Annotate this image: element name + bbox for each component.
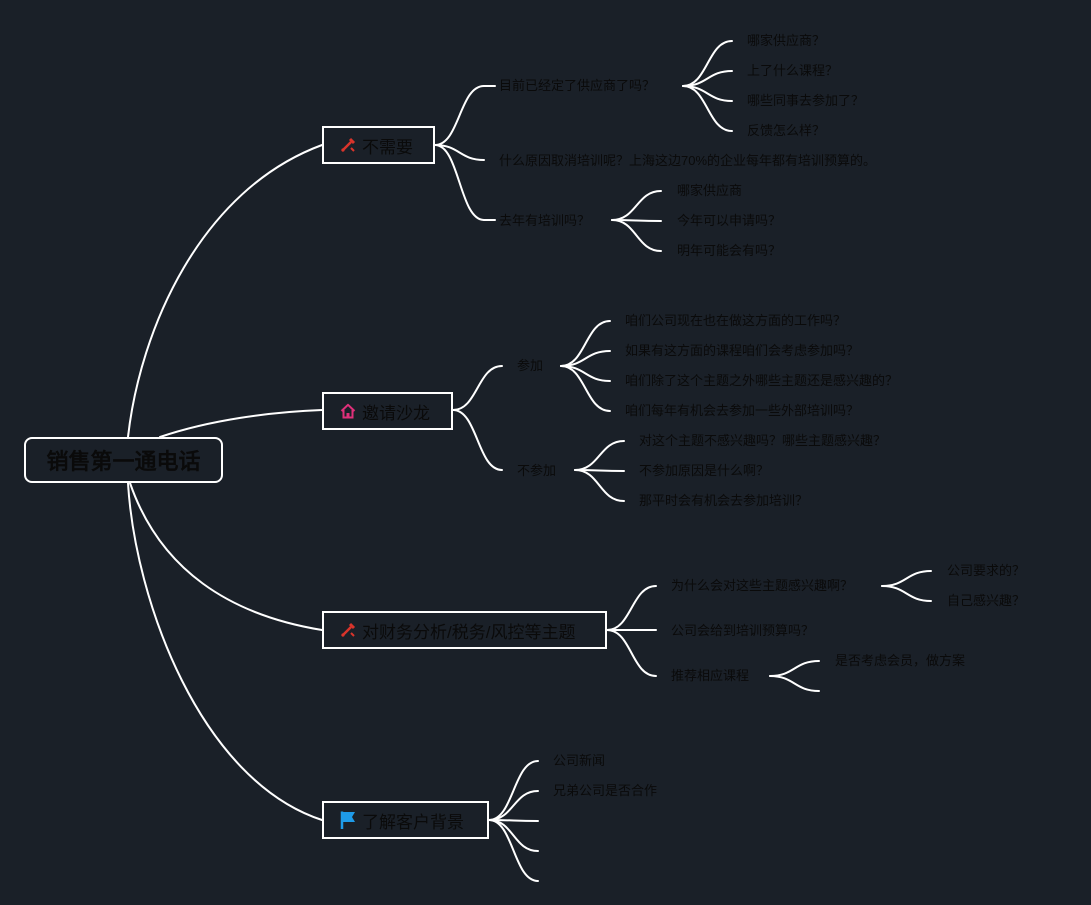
connector-line (881, 585, 932, 602)
sub-topic[interactable]: 目前已经定了供应商了吗？ (499, 78, 656, 93)
connector-line (452, 409, 503, 471)
connector-line (159, 409, 323, 438)
connector-line (129, 482, 323, 631)
root-label: 销售第一通电话 (46, 449, 201, 474)
branch-label: 不需要 (362, 137, 413, 157)
branch-node-salon-invite[interactable]: 邀请沙龙 (322, 392, 453, 430)
root-node[interactable]: 销售第一通电话 (24, 437, 223, 483)
connector-line (488, 790, 539, 821)
branch-label: 邀请沙龙 (362, 403, 430, 423)
leaf-topic[interactable]: 哪家供应商 (677, 183, 743, 198)
connector-line (488, 819, 539, 852)
leaf-topic[interactable]: 咱们公司现在也在做这方面的工作吗？ (625, 313, 847, 328)
leaf-topic[interactable]: 公司要求的？ (947, 563, 1026, 578)
sub-topic[interactable]: 兄弟公司是否合作 (553, 783, 658, 798)
connector-line (574, 440, 625, 471)
connector-line (127, 482, 323, 821)
branch-label: 了解客户背景 (362, 812, 464, 832)
connector-line (606, 629, 657, 677)
connector-line (488, 760, 539, 821)
connector-line (127, 144, 323, 438)
sub-topic[interactable]: 公司新闻 (553, 753, 606, 768)
connector-line (488, 819, 539, 882)
leaf-topic[interactable]: 如果有这方面的课程咱们会考虑参加吗？ (625, 343, 860, 358)
leaf-topic[interactable]: 哪家供应商？ (747, 33, 826, 48)
leaf-topic[interactable]: 明年可能会有吗？ (677, 243, 782, 258)
connector-line (611, 190, 662, 221)
leaf-topic[interactable]: 哪些同事去参加了？ (747, 93, 865, 108)
sub-topic[interactable]: 不参加 (517, 463, 557, 478)
leaf-topic[interactable]: 对这个主题不感兴趣吗？哪些主题感兴趣？ (639, 433, 887, 448)
branch-node-customer-background[interactable]: 了解客户背景 (322, 801, 489, 839)
home-icon (338, 401, 358, 421)
connector-line (606, 585, 657, 631)
connector-line (682, 85, 733, 132)
connector-line (434, 85, 485, 146)
sub-topic[interactable]: 参加 (517, 358, 544, 373)
wrench-tool-icon (338, 135, 358, 155)
sub-topic[interactable]: 推荐相应课程 (671, 668, 750, 683)
sub-topic[interactable]: 公司会给到培训预算吗？ (671, 623, 815, 638)
leaf-topic[interactable]: 咱们每年有机会去参加一些外部培训吗？ (625, 403, 860, 418)
branch-node-finance-topics[interactable]: 对财务分析/税务/风控等主题 (322, 611, 607, 649)
leaf-topic[interactable]: 咱们除了这个主题之外哪些主题还是感兴趣的？ (625, 373, 899, 388)
leaf-topic[interactable]: 是否考虑会员，做方案 (835, 653, 966, 668)
sub-topic[interactable]: 什么原因取消培训呢？上海这边70%的企业每年都有培训预算的。 (499, 153, 877, 168)
leaf-topic[interactable]: 那平时会有机会去参加培训？ (639, 493, 809, 508)
branch-node-no-need[interactable]: 不需要 (322, 126, 435, 164)
flag-icon (338, 810, 358, 830)
sub-topic[interactable]: 为什么会对这些主题感兴趣啊？ (671, 578, 854, 593)
connector-line (434, 144, 485, 221)
connector-line (769, 675, 820, 692)
leaf-topic[interactable]: 上了什么课程？ (747, 63, 839, 78)
connector-line (452, 365, 503, 411)
connector-line (560, 365, 611, 412)
wrench-tool-icon (338, 620, 358, 640)
sub-topic[interactable]: 去年有培训吗？ (499, 213, 591, 228)
connector-line (881, 570, 932, 587)
leaf-topic[interactable]: 自己感兴趣？ (947, 593, 1026, 608)
leaf-topic[interactable]: 不参加原因是什么啊？ (639, 463, 770, 478)
leaf-topic[interactable]: 反馈怎么样？ (747, 123, 826, 138)
connector-line (769, 660, 820, 677)
connector-line (611, 219, 662, 252)
leaf-topic[interactable]: 今年可以申请吗？ (677, 213, 782, 228)
connector-line (574, 469, 625, 502)
branch-label: 对财务分析/税务/风控等主题 (362, 622, 576, 642)
